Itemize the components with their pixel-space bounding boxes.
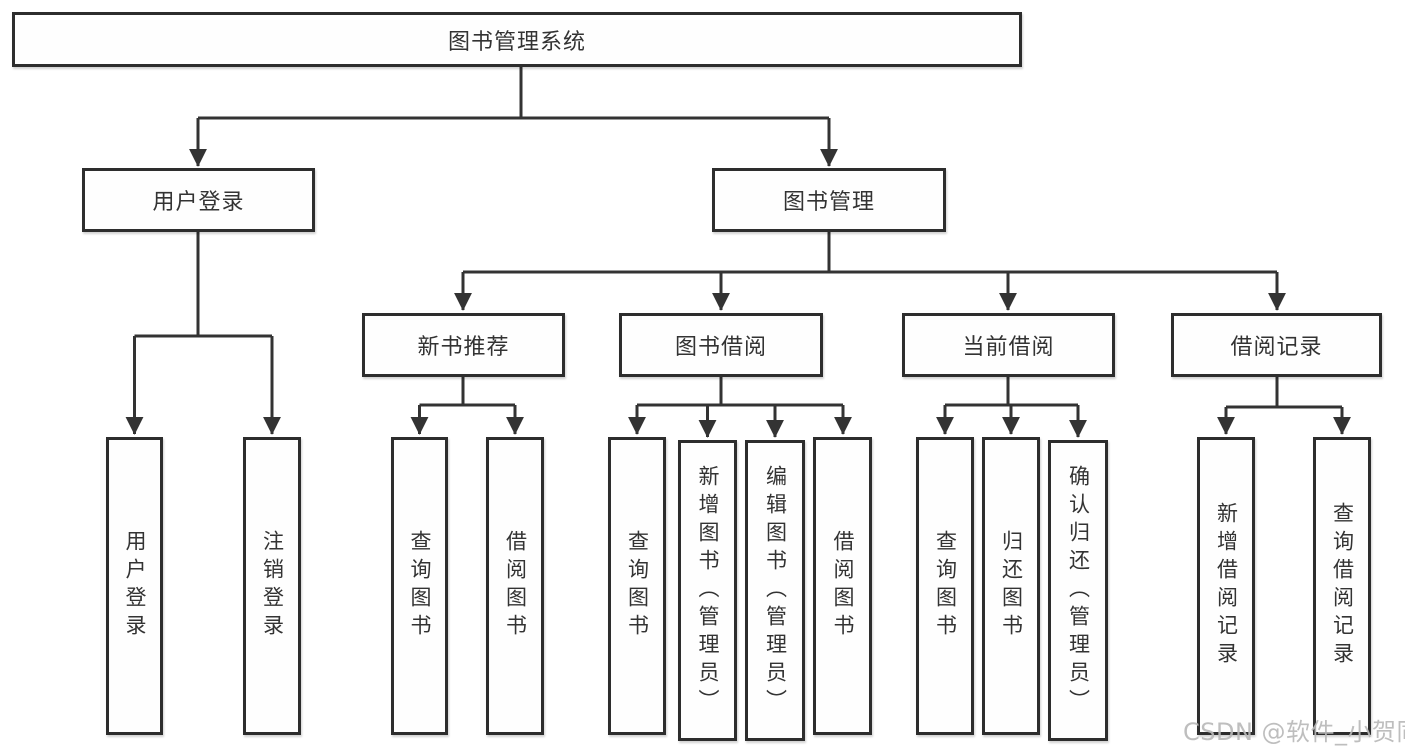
leaf-query-books-recommend: 查询图书 (391, 437, 448, 735)
node-book-management: 图书管理 (712, 168, 946, 232)
leaf-return-books-label: 归还图书 (999, 530, 1024, 642)
node-book-management-label: 图书管理 (782, 190, 875, 215)
node-borrowing-records-label: 借阅记录 (1230, 335, 1323, 360)
node-root-label: 图书管理系统 (447, 29, 586, 55)
leaf-query-books-recommend-label: 查询图书 (408, 530, 432, 642)
leaf-borrow-books-recommend: 借阅图书 (486, 437, 544, 735)
node-current-borrowing-label: 当前借阅 (962, 335, 1055, 360)
leaf-query-books-borrowing-label: 查询图书 (625, 530, 650, 642)
leaf-query-books-current-label: 查询图书 (933, 530, 958, 642)
leaf-user-login-label: 用户登录 (123, 530, 147, 642)
leaf-return-books: 归还图书 (982, 437, 1040, 735)
leaf-edit-books-admin-label: 编辑图书（管理员） (763, 464, 788, 717)
leaf-add-borrow-record: 新增借阅记录 (1197, 437, 1255, 735)
leaf-edit-books-admin: 编辑图书（管理员） (745, 440, 805, 741)
leaf-logout-login: 注销登录 (243, 437, 301, 735)
node-borrowing-records: 借阅记录 (1171, 313, 1382, 377)
node-new-book-recommend-label: 新书推荐 (417, 335, 510, 360)
node-user-login-label: 用户登录 (152, 190, 245, 215)
node-new-book-recommend: 新书推荐 (362, 313, 565, 377)
leaf-query-borrow-record-label: 查询借阅记录 (1330, 502, 1355, 670)
leaf-query-books-borrowing: 查询图书 (608, 437, 666, 735)
leaf-borrow-books-recommend-label: 借阅图书 (503, 530, 528, 642)
leaf-add-books-admin: 新增图书（管理员） (678, 440, 737, 741)
node-user-login: 用户登录 (82, 168, 315, 232)
watermark: CSDN @软件_小贺同学 (1183, 718, 1405, 746)
leaf-user-login: 用户登录 (106, 437, 163, 735)
leaf-borrow-books-borrowing-label: 借阅图书 (831, 530, 855, 642)
leaf-logout-login-label: 注销登录 (260, 530, 285, 642)
leaf-confirm-return-admin: 确认归还（管理员） (1048, 440, 1108, 741)
node-current-borrowing: 当前借阅 (902, 313, 1115, 377)
leaf-borrow-books-borrowing: 借阅图书 (813, 437, 872, 735)
node-book-borrowing-label: 图书借阅 (674, 335, 767, 360)
node-root: 图书管理系统 (12, 12, 1022, 67)
node-book-borrowing: 图书借阅 (619, 313, 823, 377)
leaf-query-books-current: 查询图书 (916, 437, 974, 735)
leaf-add-books-admin-label: 新增图书（管理员） (696, 464, 720, 717)
leaf-query-borrow-record: 查询借阅记录 (1313, 437, 1371, 735)
leaf-add-borrow-record-label: 新增借阅记录 (1214, 502, 1239, 670)
leaf-confirm-return-admin-label: 确认归还（管理员） (1066, 464, 1091, 717)
